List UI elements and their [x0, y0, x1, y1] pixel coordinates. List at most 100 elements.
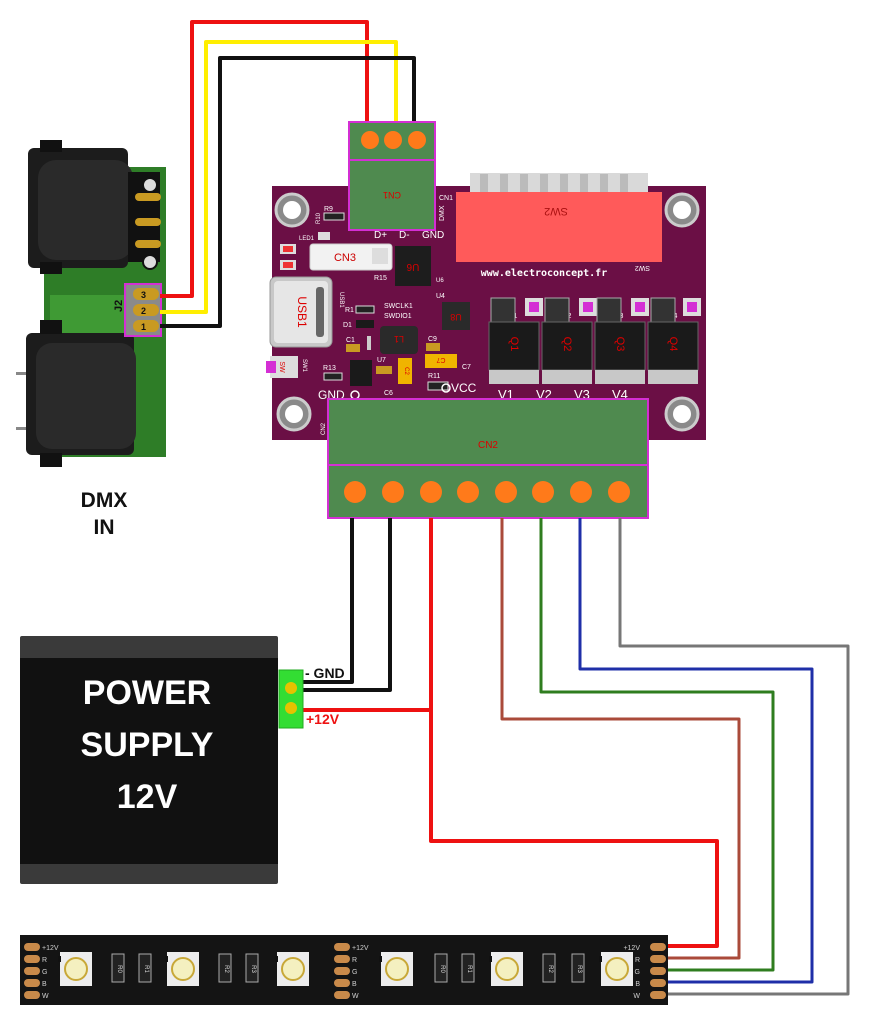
r1-label: R1: [345, 307, 354, 314]
controller-pcb: SW2 www.electroconcept.fr SW2 CN1 CN1 DM…: [266, 121, 706, 519]
strip-resistor-label: R2: [547, 965, 553, 973]
vcc-label: VCC: [451, 381, 477, 395]
led-mark: [599, 956, 602, 962]
psu-line3: 12V: [117, 778, 178, 816]
led-mark: [489, 956, 492, 962]
dmx-label: DMX: [81, 489, 128, 512]
terminal-block-cn2: CN2: [327, 398, 649, 519]
cn3-label: CN3: [334, 252, 356, 264]
strip-pad: [650, 955, 666, 963]
r10-label: R10: [316, 212, 322, 224]
d-plus-label: D+: [374, 230, 387, 241]
u6-chip: [395, 246, 431, 286]
strip-pad-label: R: [42, 957, 47, 964]
strip-pad: [24, 979, 40, 987]
cn3-connector: CN3: [309, 243, 393, 271]
wire-gnd-2: [302, 518, 392, 692]
mosfet-q3: Q3 Q3: [594, 297, 649, 384]
u8-chip: [442, 302, 470, 330]
u4-label: U4: [436, 293, 445, 300]
pin-label-1: 1: [141, 322, 146, 332]
led1-label: LED1: [299, 236, 315, 242]
wire-blue-channel: [578, 518, 814, 984]
strip-pad-label: W: [633, 993, 640, 1000]
psu-12v-label: +12V: [306, 711, 340, 727]
u7-label: U7: [377, 357, 386, 364]
dmx-silk-label: DMX: [439, 205, 446, 221]
pin-label-2: 2: [141, 306, 146, 316]
led-mark: [58, 956, 61, 962]
strip-resistor-label: R1: [466, 965, 472, 973]
power-supply: POWER SUPPLY 12V - GND +12V: [20, 636, 345, 884]
led-lens: [495, 957, 519, 981]
dmx-wire-red: [160, 20, 369, 298]
strip-resistor: [571, 953, 585, 983]
xlr-male-bottom: [16, 320, 136, 467]
led-mark: [165, 956, 168, 962]
r13-label: R13: [323, 365, 336, 372]
strip-pad: [334, 967, 350, 975]
mosfet-q1: Q1 Q1: [488, 297, 543, 384]
strip-pad-label: R: [635, 957, 640, 964]
strip-pad: [650, 979, 666, 987]
c9-label: C9: [428, 336, 437, 343]
usb-connector: USB1: [269, 276, 333, 348]
c6-label: C6: [384, 390, 393, 397]
strip-pad-label: G: [635, 969, 640, 976]
strip-pad: [334, 943, 350, 951]
strip-pad-label: +12V: [352, 945, 369, 952]
wire-green-channel: [539, 518, 775, 972]
strip-pad: [334, 979, 350, 987]
strip-pad-label: G: [352, 969, 357, 976]
sw1-label: SW1: [301, 359, 307, 373]
led-lens: [605, 957, 629, 981]
strip-pad: [24, 955, 40, 963]
terminal-block-cn1: CN1: [348, 121, 436, 231]
gnd-top-label: GND: [422, 230, 444, 241]
strip-resistor: [461, 953, 475, 983]
output-wires: [302, 518, 850, 996]
strip-resistor-label: R0: [116, 965, 122, 973]
strip-pad-label: W: [352, 993, 359, 1000]
led-lens: [385, 957, 409, 981]
u7-chip: [350, 360, 372, 386]
strip-resistor-label: R0: [439, 965, 445, 973]
xlr-female-top: [28, 140, 161, 274]
wire-gnd-1: [302, 518, 354, 684]
d1-label: D1: [343, 322, 352, 329]
strip-pad: [650, 991, 666, 999]
strip-pad-label: G: [42, 969, 47, 976]
strip-pad: [334, 991, 350, 999]
strip-pad-label: +12V: [623, 945, 640, 952]
wire-white-channel: [618, 518, 850, 996]
u6-side-label: U6: [436, 278, 444, 284]
strip-pad-label: R: [352, 957, 357, 964]
psu-line1: POWER: [83, 674, 211, 712]
dmx-connector-assembly: J2 3 2 1 DMX IN: [16, 140, 166, 539]
strip-pad-label: B: [42, 981, 47, 988]
strip-pad: [650, 967, 666, 975]
sw2-label: SW2: [544, 205, 568, 217]
mosfet-q4: Q4 Q4: [647, 297, 701, 384]
strip-resistor: [245, 953, 259, 983]
q3-chip-label: Q3: [614, 337, 626, 352]
q2-chip-label: Q2: [561, 337, 573, 352]
strip-resistor-label: R3: [576, 965, 582, 973]
sw1-cap-label: SW: [278, 361, 285, 373]
cn2-label: CN2: [478, 440, 498, 451]
dip-switch-sw2: SW2: [456, 173, 662, 262]
q4-chip-label: Q4: [667, 337, 679, 352]
led-lens: [171, 957, 195, 981]
cn1-label: CN1: [383, 190, 401, 200]
usb1-side-label: USB1: [338, 292, 344, 308]
c7-capacitor: [425, 354, 457, 368]
mosfet-q2: Q2 Q2: [541, 297, 597, 384]
strip-pad-label: +12V: [42, 945, 59, 952]
strip-pad: [24, 991, 40, 999]
strip-pad-label: W: [42, 993, 49, 1000]
strip-resistor-label: R1: [143, 965, 149, 973]
psu-line2: SUPPLY: [81, 726, 214, 764]
c2-label: C2: [403, 367, 409, 375]
c7-label: C7: [462, 364, 471, 371]
